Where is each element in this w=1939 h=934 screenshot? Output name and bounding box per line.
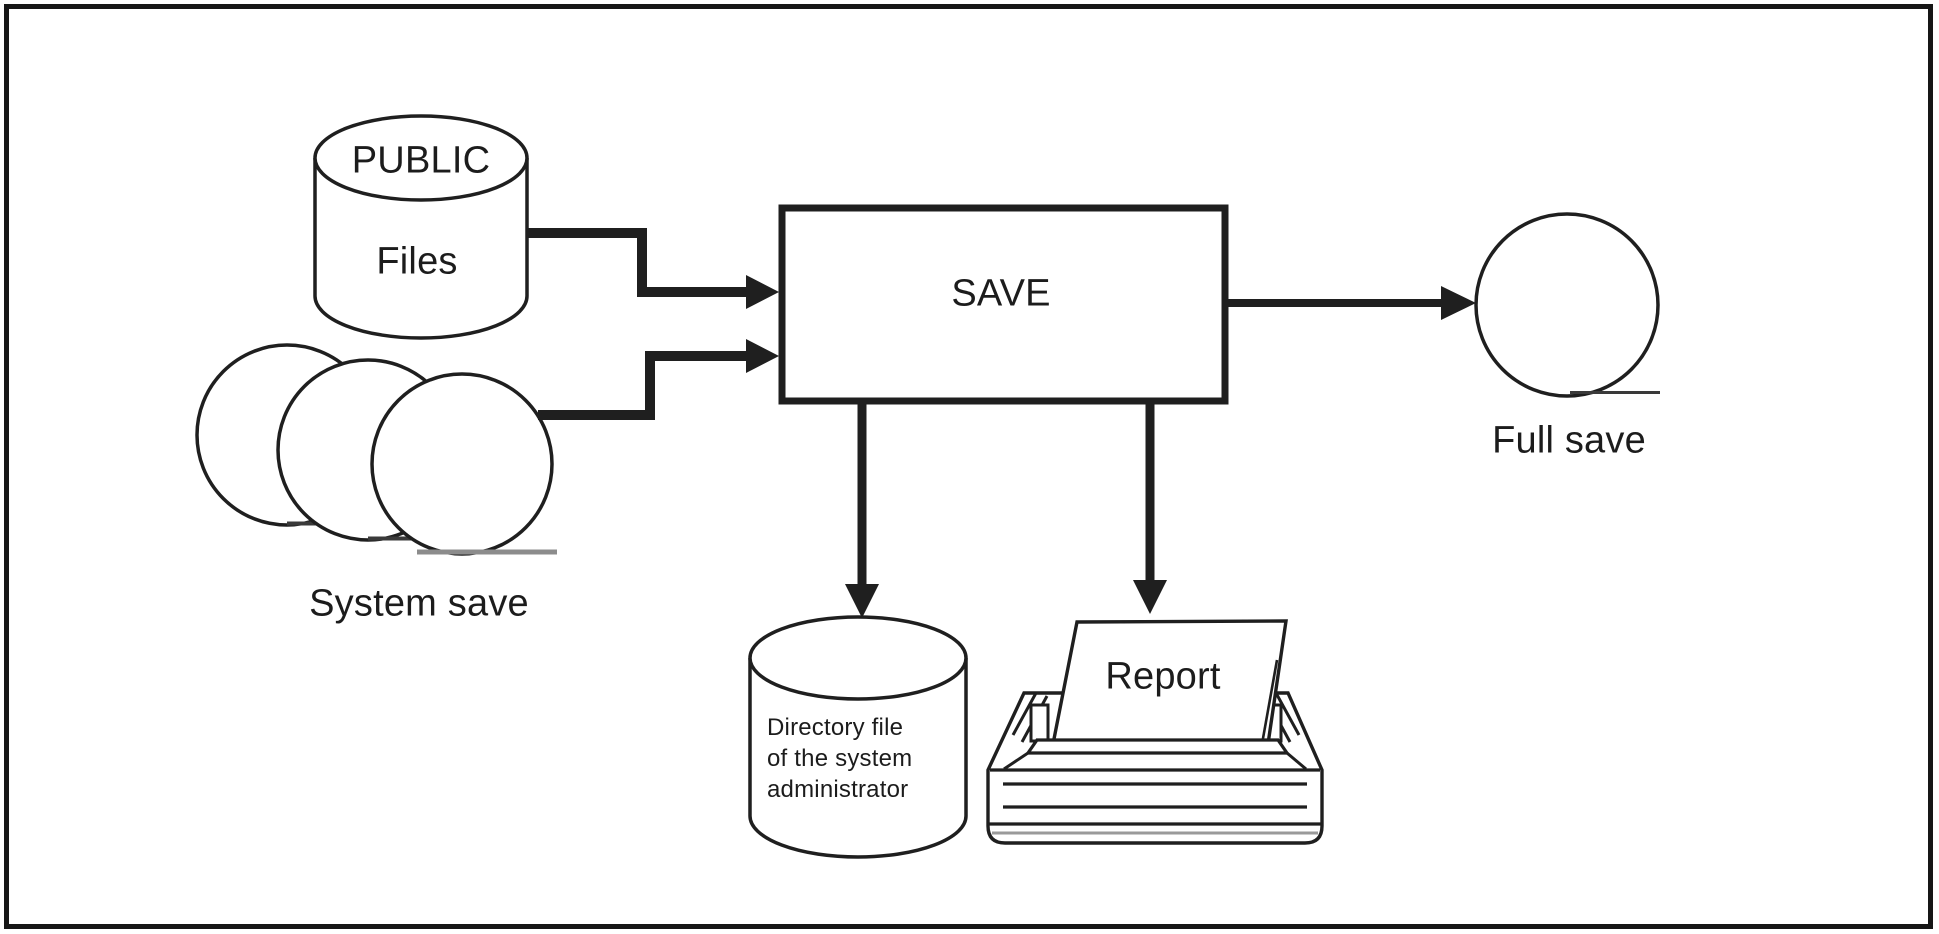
arrow-tapes-to-save-icon — [538, 339, 779, 420]
system-save-label: System save — [309, 582, 529, 625]
arrow-save-to-printer-icon — [1133, 404, 1167, 614]
directory-cylinder-icon — [748, 615, 968, 859]
directory-db-label-line1: Directory file — [767, 714, 904, 741]
directory-db-label-line3: administrator — [767, 776, 909, 803]
arrow-files-to-save-icon — [527, 228, 779, 309]
public-db-title: PUBLIC — [351, 139, 491, 182]
printer-icon — [986, 619, 1324, 845]
save-box-label: SAVE — [951, 272, 1051, 315]
full-save-label: Full save — [1492, 419, 1646, 462]
directory-db-label: Directory file of the system administrat… — [767, 712, 912, 805]
arrow-save-to-full-save-icon — [1228, 286, 1476, 320]
system-save-tapes-icon — [195, 343, 557, 556]
save-process-box — [778, 204, 1229, 405]
public-files-cylinder-icon — [313, 114, 529, 340]
arrow-save-to-directory-icon — [845, 404, 879, 618]
directory-db-label-line2: of the system — [767, 745, 913, 772]
full-save-tape-icon — [1474, 212, 1660, 398]
public-db-subtitle: Files — [376, 240, 458, 283]
report-label: Report — [1105, 655, 1221, 698]
